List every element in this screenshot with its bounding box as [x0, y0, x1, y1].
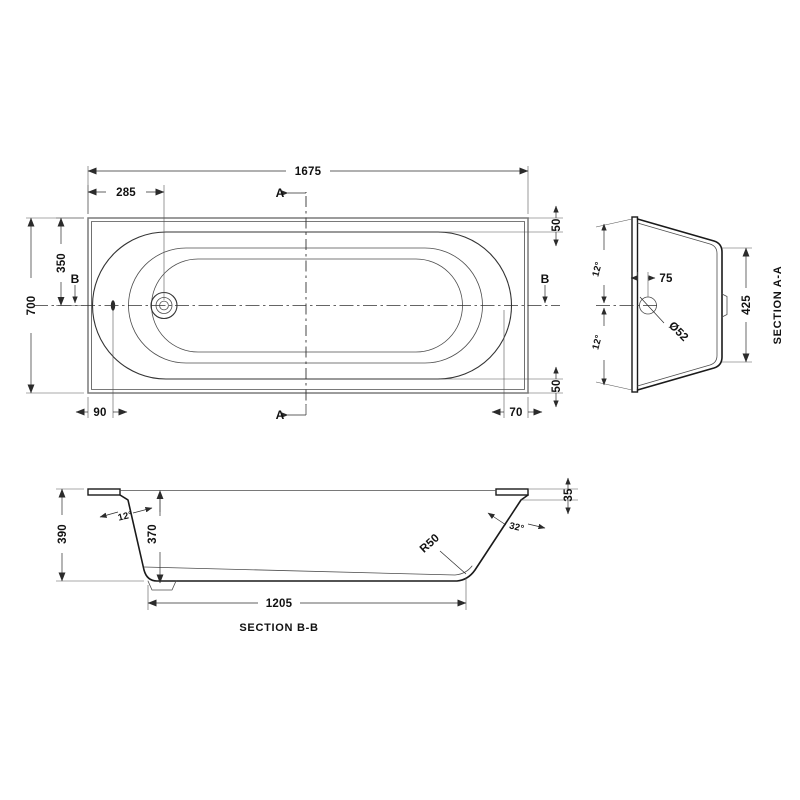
section-aa-inner-wall: [637, 222, 718, 387]
dim-angle-12-bb: 12°: [99, 507, 153, 524]
dim-label-1675: 1675: [295, 166, 322, 178]
section-label-a-top: A: [276, 186, 285, 200]
dim-50-top: 50: [440, 205, 563, 247]
dim-425-aa: 425: [722, 247, 753, 363]
dim-label-390-bb: 390: [57, 524, 69, 544]
dim-angle-12-lower-aa: 12°: [590, 307, 633, 391]
section-aa-rim-flange: [631, 216, 639, 393]
section-bb-waste-sump: [147, 580, 177, 591]
dim-70: 70: [491, 310, 543, 419]
plan-bowl-inner-1: [128, 247, 483, 364]
section-mark-a: A A: [276, 186, 307, 422]
dim-35-bb: 35: [521, 477, 578, 515]
dim-label-12-upper-aa: 12°: [590, 261, 604, 278]
dim-label-90: 90: [93, 407, 106, 419]
dim-label-370-bb: 370: [147, 524, 159, 544]
dim-label-285: 285: [116, 187, 136, 199]
dim-75-aa: 75: [630, 272, 673, 297]
section-aa-title: SECTION A-A: [772, 266, 784, 345]
dim-label-50-top: 50: [551, 218, 563, 231]
dim-label-70: 70: [509, 407, 522, 419]
dim-50-bottom: 50: [440, 366, 563, 408]
dim-label-700: 700: [26, 296, 38, 316]
dim-90: 90: [75, 310, 128, 419]
dim-label-12-bb: 12°: [117, 509, 134, 523]
section-bb-inner-base: [143, 565, 473, 576]
dim-285: 285: [87, 185, 165, 300]
dim-label-32-bb: 32°: [508, 520, 525, 534]
dim-label-350: 350: [56, 253, 68, 273]
dim-370-bb: 370: [147, 490, 164, 584]
section-label-b-right: B: [541, 272, 550, 286]
section-bb-body-profile: [119, 494, 529, 582]
dim-overall-length-1675: 1675: [87, 166, 529, 214]
dim-label-50-bottom: 50: [551, 379, 563, 392]
dim-label-12-lower-aa: 12°: [590, 334, 604, 351]
dim-390-bb: 390: [56, 488, 144, 582]
dim-angle-32-bb: 32°: [487, 512, 546, 535]
dim-label-35-bb: 35: [563, 488, 575, 502]
dim-label-75-aa: 75: [659, 273, 673, 285]
section-label-a-bottom: A: [276, 408, 285, 422]
dim-angle-12-upper-aa: 12°: [590, 218, 633, 304]
plan-bowl-base: [151, 258, 463, 353]
dim-label-1205-bb: 1205: [266, 598, 293, 610]
dim-label-425-aa: 425: [741, 295, 753, 315]
section-bb-left-rim: [87, 488, 121, 496]
section-aa-overflow-boss: [721, 293, 728, 318]
section-bb-right-rim: [495, 488, 529, 496]
plan-bowl-rim: [92, 231, 512, 380]
section-aa-body-profile: [636, 218, 723, 391]
plan-view: 1675 285 700: [26, 166, 563, 422]
section-mark-b: B B: [71, 272, 550, 304]
section-label-b-left: B: [71, 272, 80, 286]
section-bb-title: SECTION B-B: [239, 622, 318, 634]
dim-1205-bb: 1205: [147, 578, 467, 610]
dim-350: 350: [56, 217, 84, 306]
section-bb-view: 390 370 12° 32°: [56, 477, 578, 634]
